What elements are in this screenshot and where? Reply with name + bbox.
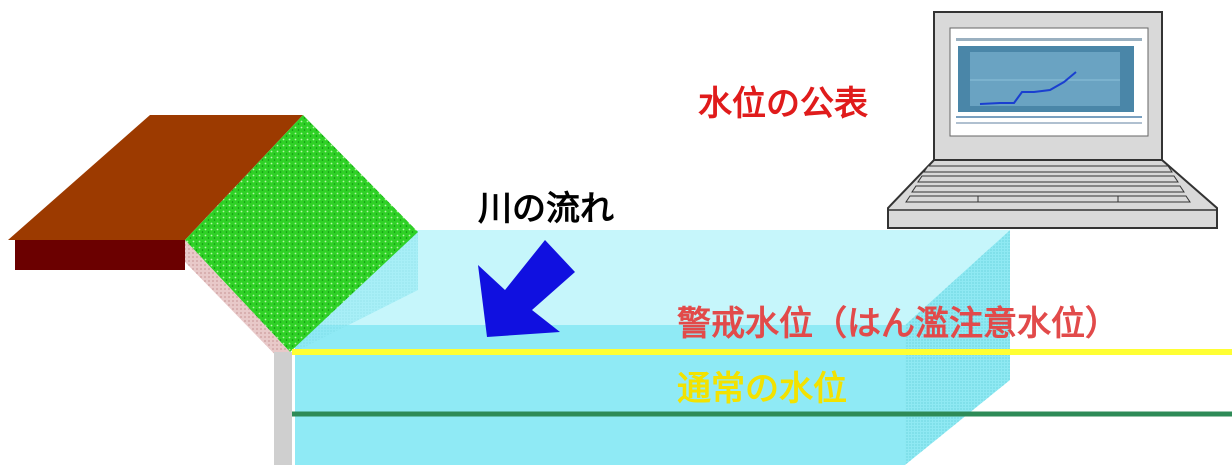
river-water (295, 230, 1010, 465)
river-flow-label: 川の流れ (478, 189, 614, 229)
water-front (295, 325, 905, 465)
normal-level-label: 通常の水位 (677, 369, 847, 409)
laptop-icon (887, 11, 1218, 229)
warning-level-label: 警戒水位（はん濫注意水位） (677, 304, 1119, 344)
levee (8, 115, 418, 465)
levee-front (15, 240, 185, 270)
laptop-keys (905, 165, 1191, 203)
water-surface (295, 230, 1010, 325)
levee-wall (274, 352, 292, 465)
river-flow-arrow-icon (478, 240, 575, 337)
water-right-side (905, 230, 1010, 465)
levee-lower-slope (185, 240, 290, 370)
levee-grass-slope (185, 115, 418, 352)
publication-label: 水位の公表 (698, 84, 868, 124)
laptop-chart-line (979, 71, 1077, 105)
levee-top (8, 115, 303, 240)
